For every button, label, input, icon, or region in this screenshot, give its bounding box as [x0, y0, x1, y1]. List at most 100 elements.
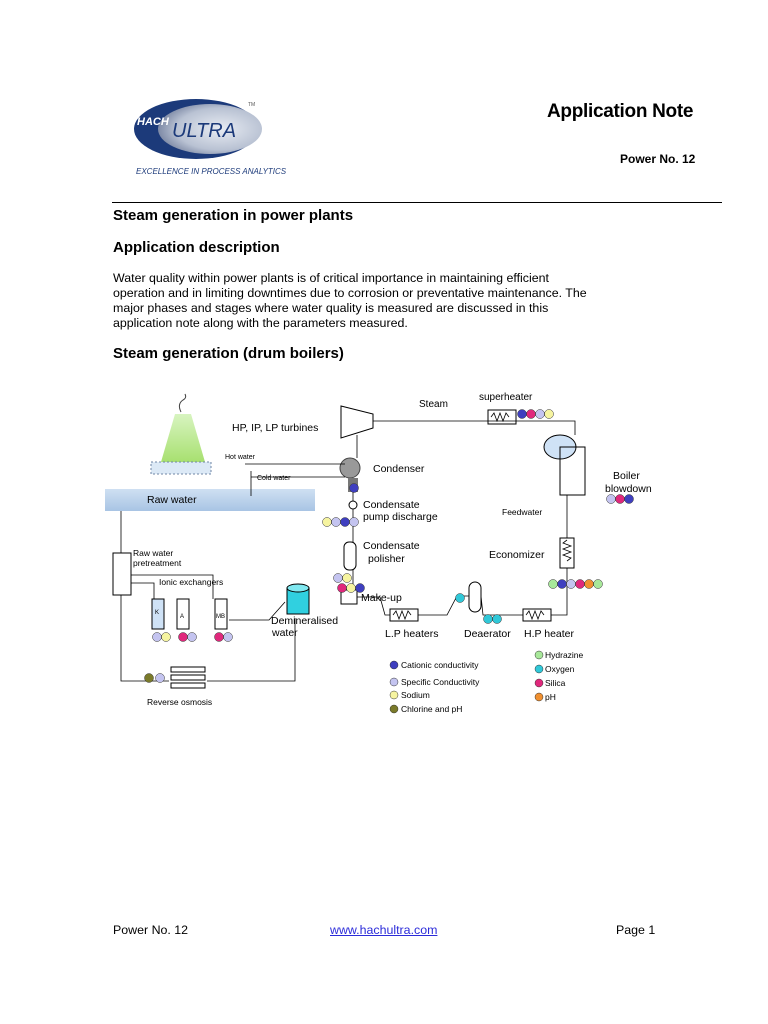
legend-dot	[534, 664, 544, 674]
measure-dot	[342, 573, 352, 583]
logo-brand-small: HACH	[137, 116, 170, 128]
measure-dot	[615, 494, 625, 504]
measure-dot	[455, 593, 465, 603]
legend-label: Chlorine and pH	[401, 704, 462, 714]
ro-membrane	[170, 674, 206, 681]
steam-label: Steam	[419, 399, 448, 410]
ion-exchanger-a-label: A	[180, 614, 184, 620]
deaerator-label: Deaerator	[464, 628, 511, 640]
turbine-icon	[340, 405, 374, 439]
header-divider	[112, 202, 722, 203]
legend-label: Cationic conductivity	[401, 660, 479, 670]
pretreatment-vessel-icon	[112, 552, 132, 596]
measure-dot	[214, 632, 224, 642]
hot-water-label: Hot water	[225, 454, 256, 461]
reverse-osmosis-label: Reverse osmosis	[147, 697, 212, 707]
legend-dot	[534, 692, 544, 702]
pretreatment-label: Raw water	[133, 548, 173, 558]
ion-exchanger-a	[176, 598, 190, 630]
measure-dot	[333, 573, 343, 583]
measure-dot	[355, 583, 365, 593]
footer-document-number: Power No. 12	[113, 923, 189, 937]
measure-dot	[152, 632, 162, 642]
ion-exchangers-label: Ionic exchangers	[159, 577, 223, 587]
boiler-blowdown-label: blowdown	[605, 483, 652, 495]
document-number: Power No. 12	[620, 152, 696, 166]
economizer-label: Economizer	[489, 549, 545, 561]
measure-dot	[349, 517, 359, 527]
measure-dot	[517, 409, 527, 419]
demineralised-label: Demineralised	[271, 615, 338, 627]
measure-dot	[178, 632, 188, 642]
ion-exchanger-mb-label: MB	[216, 614, 225, 620]
legend-dot	[534, 678, 544, 688]
measure-dot	[606, 494, 616, 504]
paragraph-line: operation and in limiting downtimes due …	[113, 286, 587, 300]
measure-dot	[322, 517, 332, 527]
measure-dot	[337, 583, 347, 593]
paragraph-line: major phases and stages where water qual…	[113, 301, 549, 315]
paragraph-line: application note along with the paramete…	[113, 316, 408, 330]
polisher-label: Condensate	[363, 540, 420, 552]
measure-dot	[584, 579, 594, 589]
legend-label: Hydrazine	[545, 650, 584, 660]
legend-label: Sodium	[401, 690, 430, 700]
makeup-label: Make-up	[361, 592, 402, 604]
legend-right: Hydrazine Oxygen Silica pH	[534, 650, 584, 702]
measure-dot	[346, 583, 356, 593]
measure-dot	[144, 673, 154, 683]
hp-heater-icon	[522, 608, 552, 622]
footer-page-number: Page 1	[616, 923, 656, 937]
ion-exchanger-k-label: K	[155, 610, 159, 616]
measure-dot	[492, 614, 502, 624]
condensate-pump-label: pump discharge	[363, 511, 438, 523]
legend-label: Oxygen	[545, 664, 575, 674]
section-heading: Application description	[113, 239, 280, 256]
superheater-label: superheater	[479, 392, 533, 403]
legend-label: pH	[545, 692, 556, 702]
legend-left: Cationic conductivity Specific Conductiv…	[389, 660, 480, 714]
boiler-blowdown-label: Boiler	[613, 470, 640, 482]
logo-brand-large: ULTRA	[172, 120, 236, 142]
cooling-tower	[161, 414, 205, 462]
measure-dot	[575, 579, 585, 589]
condensate-polisher-icon	[343, 541, 357, 571]
measure-dot	[526, 409, 536, 419]
page-title: Steam generation in power plants	[113, 207, 354, 224]
lp-heater-icon	[389, 608, 419, 622]
measure-dot	[557, 579, 567, 589]
legend-dot	[389, 690, 399, 700]
legend-label: Specific Conductivity	[401, 677, 480, 687]
hach-ultra-logo: HACH ULTRA TM EXCELLENCE IN PROCESS ANAL…	[128, 98, 288, 180]
legend-dot	[534, 650, 544, 660]
measure-dot	[349, 483, 359, 493]
measure-dot	[544, 409, 554, 419]
logo-tm: TM	[248, 102, 255, 108]
steam-plume-icon	[178, 393, 187, 413]
legend-label: Silica	[545, 678, 566, 688]
condenser-icon	[339, 457, 361, 479]
measure-dot	[624, 494, 634, 504]
ion-exchanger-mb	[214, 598, 228, 630]
hp-heater-label: H.P heater	[524, 628, 575, 640]
legend-dot	[389, 704, 399, 714]
feedwater-label: Feedwater	[502, 507, 542, 517]
legend-dot	[389, 660, 399, 670]
document-type-title: Application Note	[547, 101, 694, 122]
legend-dot	[389, 677, 399, 687]
measurement-points	[144, 409, 634, 683]
superheater-icon	[487, 409, 517, 425]
ion-exchanger-k	[151, 598, 165, 630]
turbines-label: HP, IP, LP turbines	[232, 422, 318, 434]
demineralised-label: water	[271, 627, 298, 639]
pretreatment-label: pretreatment	[133, 558, 182, 568]
lp-heaters-label: L.P heaters	[385, 628, 439, 640]
measure-dot	[155, 673, 165, 683]
measure-dot	[548, 579, 558, 589]
raw-water-pool	[105, 489, 315, 511]
description-paragraph: Water quality within power plants is of …	[113, 271, 673, 331]
condenser-label: Condenser	[373, 463, 425, 475]
economizer-icon	[559, 537, 575, 569]
ro-membrane	[170, 666, 206, 673]
footer-website-link[interactable]: www.hachultra.com	[330, 923, 438, 937]
